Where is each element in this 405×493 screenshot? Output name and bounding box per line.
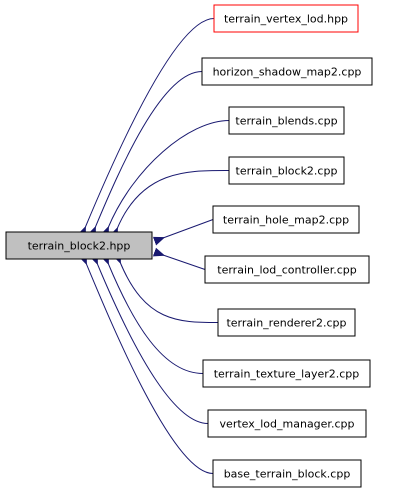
file-node[interactable]: terrain_block2.cpp <box>228 156 345 185</box>
file-node-box <box>212 459 362 488</box>
root-node[interactable]: terrain_block2.hpp <box>5 231 153 260</box>
edge-arrow <box>97 263 209 424</box>
file-node-label: terrain_texture_layer2.cpp <box>214 368 360 381</box>
file-node-box <box>201 57 373 86</box>
file-node-label: terrain_block2.cpp <box>236 165 338 178</box>
file-node-box <box>212 205 360 234</box>
root-node-label: terrain_block2.hpp <box>28 240 131 253</box>
file-node-box <box>217 308 356 337</box>
file-node[interactable]: terrain_lod_controller.cpp <box>204 255 370 284</box>
root-node-box <box>5 231 153 260</box>
file-node-box <box>213 4 359 33</box>
file-node[interactable]: base_terrain_block.cpp <box>212 459 362 488</box>
file-node[interactable]: terrain_vertex_lod.hpp <box>213 4 359 33</box>
file-node-box <box>228 156 345 185</box>
file-node-label: base_terrain_block.cpp <box>224 468 351 481</box>
file-node-label: terrain_lod_controller.cpp <box>217 264 356 277</box>
file-node[interactable]: terrain_renderer2.cpp <box>217 308 356 337</box>
edge-arrow <box>117 169 230 229</box>
file-node-label: horizon_shadow_map2.cpp <box>213 66 362 79</box>
nodes-group: terrain_vertex_lod.hpp horizon_shadow_map… <box>201 4 373 488</box>
file-node[interactable]: terrain_hole_map2.cpp <box>212 205 360 234</box>
file-node[interactable]: horizon_shadow_map2.cpp <box>201 57 373 86</box>
edge-arrow <box>120 262 219 323</box>
file-node-label: terrain_renderer2.cpp <box>226 317 346 330</box>
file-node-label: vertex_lod_manager.cpp <box>220 418 355 431</box>
file-node[interactable]: terrain_texture_layer2.cpp <box>202 359 371 388</box>
edge-arrow <box>108 263 204 374</box>
edge-arrow <box>86 263 214 474</box>
edge-arrow <box>85 18 215 229</box>
edge-arrow <box>95 71 203 229</box>
file-node[interactable]: terrain_blends.cpp <box>228 106 345 135</box>
edge-arrow <box>108 120 230 229</box>
file-node-box <box>207 409 367 438</box>
file-node-box <box>228 106 345 135</box>
file-node-label: terrain_vertex_lod.hpp <box>224 13 348 26</box>
file-node-box <box>204 255 370 284</box>
file-node[interactable]: vertex_lod_manager.cpp <box>207 409 367 438</box>
file-node-label: terrain_blends.cpp <box>235 115 337 128</box>
edge-arrow <box>163 255 206 270</box>
file-node-label: terrain_hole_map2.cpp <box>223 214 349 227</box>
file-node-box <box>202 359 371 388</box>
edges-group <box>85 18 230 474</box>
edge-arrow <box>163 219 214 239</box>
